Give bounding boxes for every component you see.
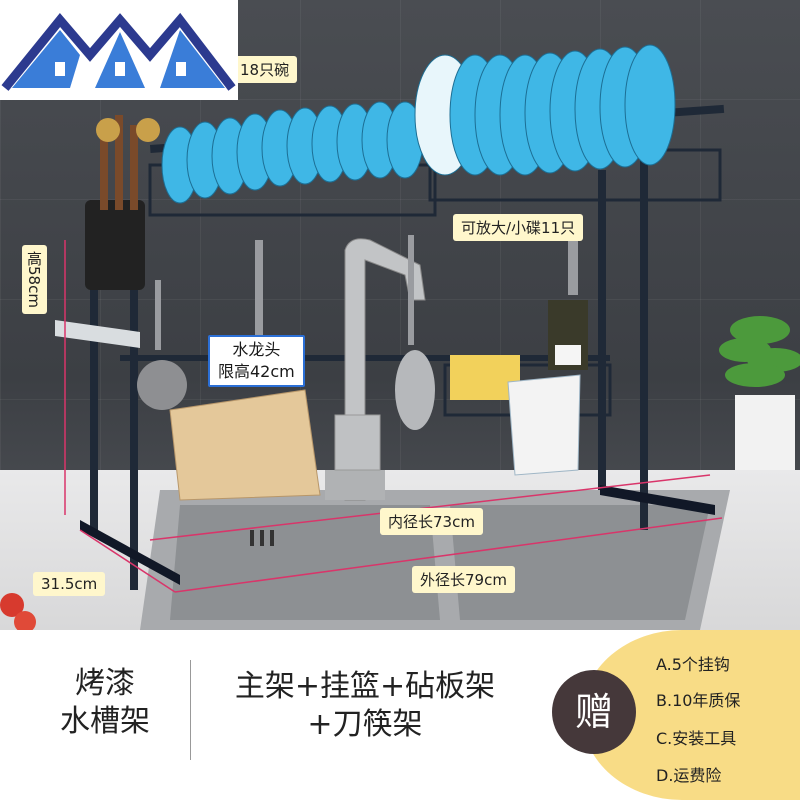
height-label: 高58cm (22, 245, 47, 314)
package-contents: 主架+挂篮+砧板架 +刀筷架 (205, 668, 525, 744)
sink-basin (140, 490, 730, 630)
gift-item: A.5个挂钩 (656, 655, 730, 674)
gift-item: B.10年质保 (656, 691, 741, 710)
divider (190, 660, 191, 760)
package-contents-line2: +刀筷架 (307, 707, 423, 742)
plate-capacity-label: 可放大/小碟11只 (453, 214, 584, 241)
inner-length-label: 内径长73cm (380, 508, 483, 535)
brand-logo (0, 0, 238, 100)
gift-item: C.安装工具 (656, 729, 737, 748)
bowl-capacity-label: 18只碗 (232, 56, 298, 83)
faucet-label-line1: 水龙头 (232, 340, 281, 359)
product-name: 烤漆 水槽架 (40, 665, 170, 741)
dish-rack (0, 44, 800, 630)
product-name-line2: 水槽架 (60, 704, 150, 739)
product-name-line1: 烤漆 (75, 666, 135, 701)
house-logo-icon (1, 12, 236, 91)
package-contents-line1: 主架+挂篮+砧板架 (234, 669, 496, 704)
outer-length-label: 外径长79cm (412, 566, 515, 593)
depth-label: 31.5cm (33, 572, 106, 596)
gift-badge: 赠 (552, 670, 636, 754)
faucet-limit-label: 水龙头 限高42cm (208, 335, 305, 387)
gift-item: D.运费险 (656, 766, 722, 785)
product-photo: 18只碗 可放大/小碟11只 高58cm 水龙头 限高42cm 内径长73cm … (0, 0, 800, 630)
faucet-label-line2: 限高42cm (218, 362, 295, 381)
